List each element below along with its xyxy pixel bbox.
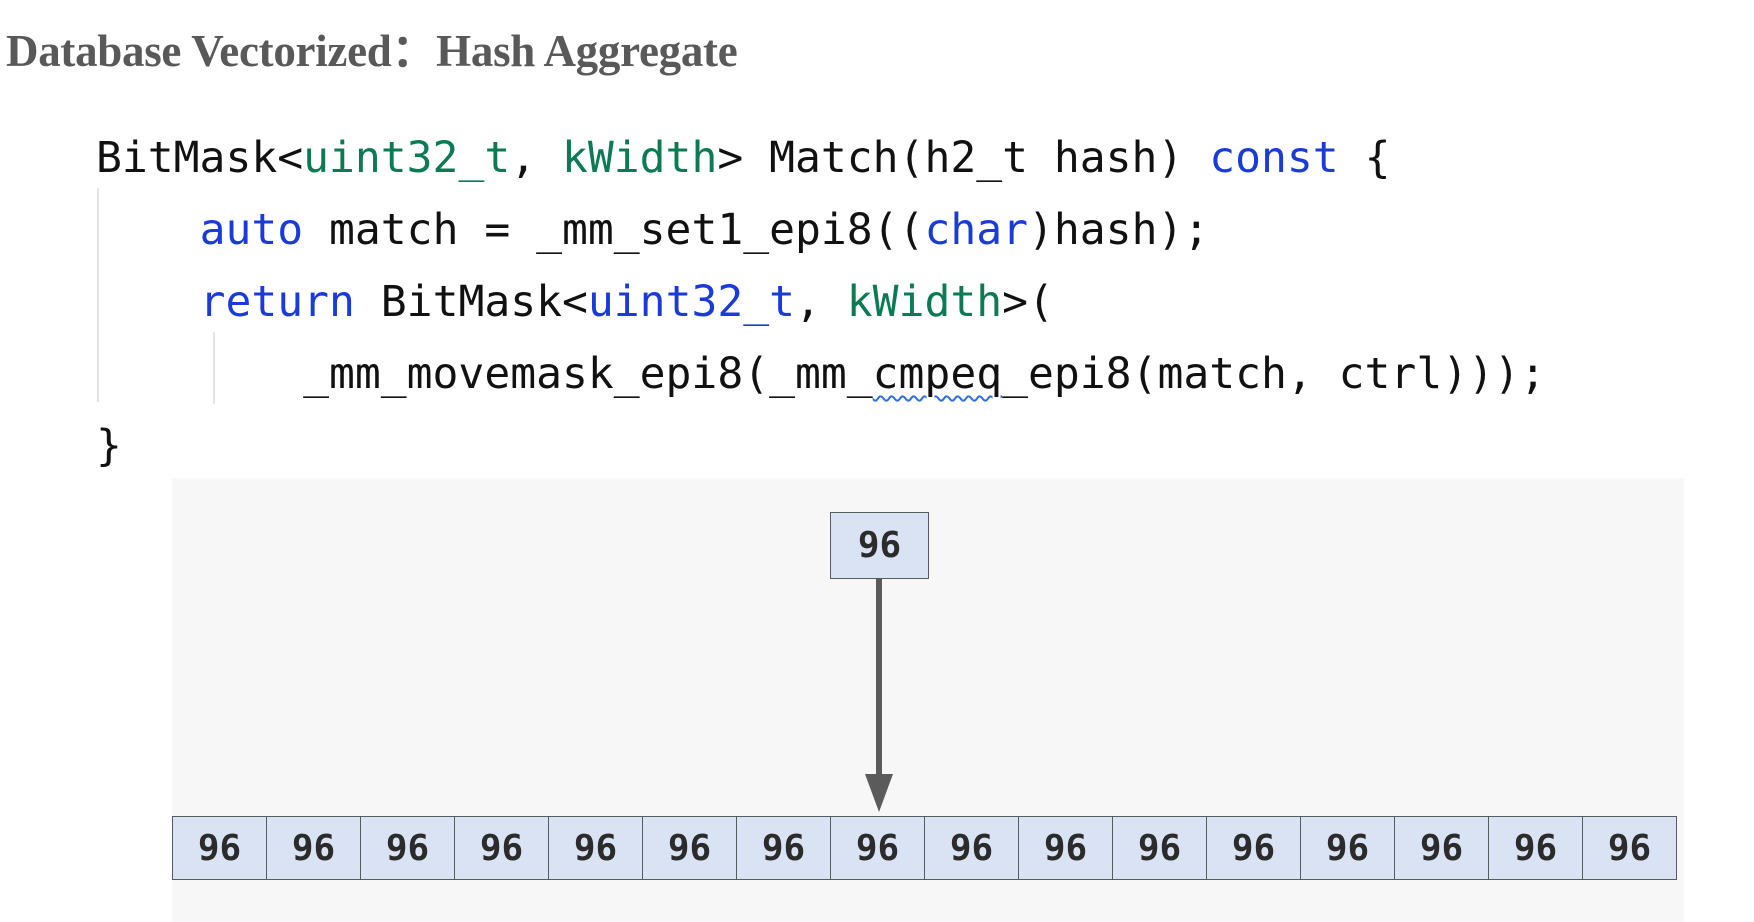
- lane-cell: 96: [642, 816, 737, 880]
- indent-guide-inner: [213, 332, 215, 404]
- code-token: ,: [510, 133, 562, 183]
- code-type-token: kWidth: [562, 133, 718, 183]
- code-indent: [96, 277, 200, 327]
- code-token: >(: [1002, 277, 1054, 327]
- slide-title: Database Vectorized：Hash Aggregate: [6, 26, 738, 76]
- code-token: BitMask<: [354, 277, 588, 327]
- lane-cell: 96: [1394, 816, 1489, 880]
- lane-cell: 96: [548, 816, 643, 880]
- code-keyword-token: auto: [199, 205, 304, 255]
- lane-cell: 96: [172, 816, 267, 880]
- lane-cell: 96: [454, 816, 549, 880]
- code-token: _mm_movemask_epi8(_mm_: [96, 349, 873, 399]
- lane-cell: 96: [736, 816, 831, 880]
- code-line-5: }: [96, 421, 122, 471]
- lane-cell: 96: [830, 816, 925, 880]
- lane-cell: 96: [924, 816, 1019, 880]
- code-line-2: auto match = _mm_set1_epi8((char)hash);: [96, 194, 1546, 266]
- code-indent: [96, 205, 200, 255]
- code-keyword-token: return: [199, 277, 355, 327]
- code-type-token: kWidth: [846, 277, 1003, 327]
- lane-cell: 96: [1488, 816, 1583, 880]
- code-token: ,: [795, 277, 847, 327]
- code-line-4: _mm_movemask_epi8(_mm_cmpeq_epi8(match, …: [96, 338, 1546, 410]
- lane-cell: 96: [360, 816, 455, 880]
- lane-cell: 96: [1112, 816, 1207, 880]
- lane-cell: 96: [1018, 816, 1113, 880]
- code-token: BitMask<: [96, 133, 304, 183]
- code-keyword-token: char: [924, 205, 1029, 255]
- code-token: {: [1338, 133, 1391, 183]
- lane-cell: 96: [1300, 816, 1395, 880]
- lane-cell: 96: [266, 816, 361, 880]
- code-token: _epi8(match, ctrl)));: [1002, 349, 1546, 399]
- code-token: match = _mm_set1_epi8((: [303, 205, 925, 255]
- code-keyword-token: const: [1209, 133, 1339, 183]
- indent-guide: [97, 188, 99, 402]
- source-hash-box: 96: [830, 512, 929, 579]
- code-token: )hash);: [1028, 205, 1210, 255]
- code-block: BitMask<uint32_t, kWidth> Match(h2_t has…: [96, 122, 1546, 482]
- code-token: > Match(h2_t hash): [717, 133, 1210, 183]
- lane-cell: 96: [1582, 816, 1677, 880]
- spellcheck-squiggle-token: cmpeq: [872, 349, 1003, 399]
- code-line-1: BitMask<uint32_t, kWidth> Match(h2_t has…: [96, 122, 1546, 194]
- lane-cell: 96: [1206, 816, 1301, 880]
- code-line-3: return BitMask<uint32_t, kWidth>(: [96, 266, 1546, 338]
- code-keyword-token: uint32_t: [587, 277, 796, 327]
- code-type-token: uint32_t: [303, 133, 511, 183]
